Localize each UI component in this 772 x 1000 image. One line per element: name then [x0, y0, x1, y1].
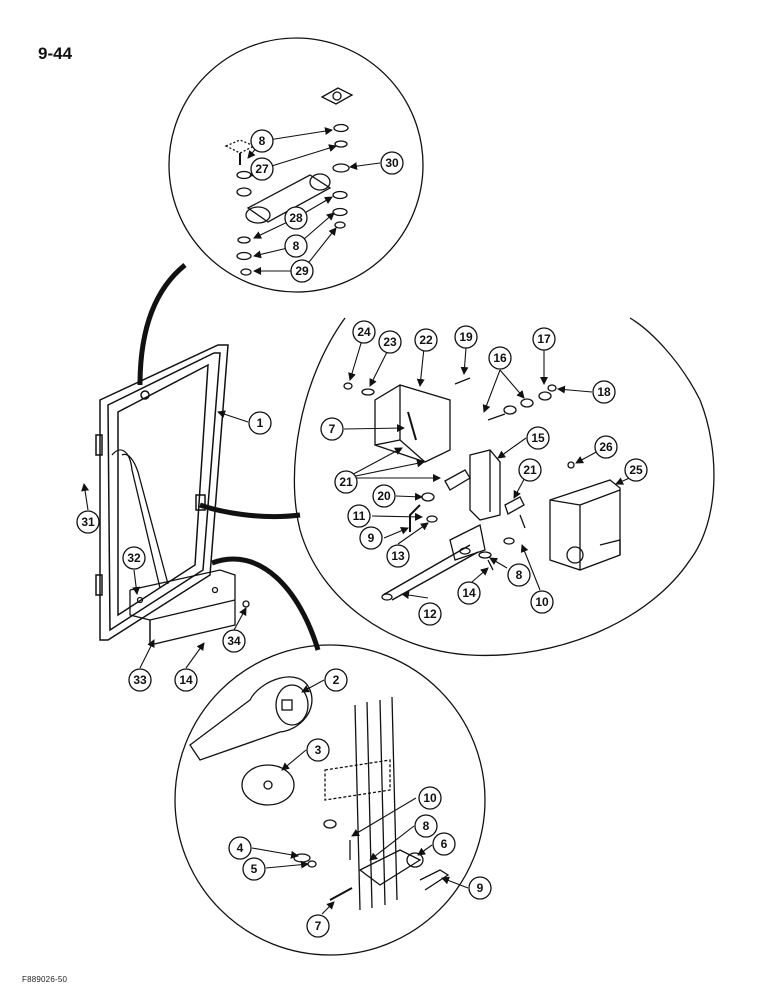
svg-text:12: 12	[423, 607, 437, 621]
svg-text:32: 32	[127, 551, 141, 565]
callout-26: 26	[594, 435, 618, 459]
svg-text:33: 33	[133, 673, 147, 687]
svg-text:8: 8	[259, 134, 266, 148]
callout-28: 28	[284, 206, 308, 230]
svg-text:31: 31	[81, 515, 95, 529]
callout-17: 17	[532, 327, 556, 351]
latch-assembly	[343, 377, 621, 601]
callout-33: 33	[128, 668, 152, 692]
svg-text:34: 34	[227, 634, 241, 648]
svg-text:17: 17	[537, 332, 551, 346]
connector-bands	[137, 263, 321, 651]
callouts: 1 2 3 4 5 6 7 8 9 10 7 8 9 10 11 12 13 1…	[76, 129, 648, 938]
callout-8-right: 8	[507, 563, 531, 587]
callout-13: 13	[386, 544, 410, 568]
svg-text:15: 15	[531, 431, 545, 445]
svg-text:21: 21	[523, 463, 537, 477]
svg-text:4: 4	[237, 841, 244, 855]
svg-text:7: 7	[315, 919, 322, 933]
door-bracket	[129, 569, 250, 646]
svg-text:14: 14	[462, 586, 476, 600]
callout-20: 20	[372, 484, 396, 508]
svg-text:26: 26	[599, 440, 613, 454]
callout-30: 30	[380, 151, 404, 175]
svg-text:10: 10	[423, 791, 437, 805]
detail-circle-bottom	[174, 644, 486, 956]
svg-text:5: 5	[251, 862, 258, 876]
svg-text:10: 10	[535, 595, 549, 609]
svg-text:6: 6	[441, 837, 448, 851]
callout-8-top-lower: 8	[284, 234, 308, 258]
callout-6: 6	[432, 832, 456, 856]
callout-8-bottom: 8	[414, 814, 438, 838]
callout-7-bottom: 7	[306, 914, 330, 938]
svg-text:20: 20	[377, 489, 391, 503]
figure-code: F889026-50	[22, 975, 68, 984]
callout-3: 3	[306, 738, 330, 762]
svg-text:8: 8	[516, 568, 523, 582]
svg-text:1: 1	[257, 416, 264, 430]
svg-text:8: 8	[423, 819, 430, 833]
callout-16: 16	[488, 346, 512, 370]
callout-9-right: 9	[359, 526, 383, 550]
page-number: 9-44	[38, 44, 73, 63]
svg-text:9: 9	[368, 531, 375, 545]
callout-1: 1	[248, 411, 272, 435]
svg-text:30: 30	[385, 156, 399, 170]
svg-text:18: 18	[597, 385, 611, 399]
callout-18: 18	[592, 380, 616, 404]
callout-8-top: 8	[250, 129, 274, 153]
callout-19: 19	[454, 325, 478, 349]
svg-text:25: 25	[629, 463, 643, 477]
callout-5: 5	[242, 857, 266, 881]
callout-10-right: 10	[530, 590, 554, 614]
callout-25: 25	[624, 458, 648, 482]
svg-text:22: 22	[419, 333, 433, 347]
callout-21-left: 21	[334, 470, 358, 494]
svg-text:27: 27	[255, 162, 269, 176]
svg-text:19: 19	[459, 330, 473, 344]
svg-text:14: 14	[179, 673, 193, 687]
svg-text:8: 8	[293, 239, 300, 253]
callout-22: 22	[414, 328, 438, 352]
svg-text:2: 2	[333, 673, 340, 687]
detail-circle-right	[293, 317, 715, 657]
handle-assembly	[189, 676, 450, 911]
door-frame	[95, 344, 229, 641]
callout-7-right: 7	[320, 417, 344, 441]
callout-15: 15	[526, 426, 550, 450]
svg-text:3: 3	[315, 743, 322, 757]
callout-2: 2	[324, 668, 348, 692]
callout-34: 34	[222, 629, 246, 653]
svg-text:7: 7	[329, 422, 336, 436]
callout-9-bottom: 9	[468, 876, 492, 900]
detail-circle-top	[168, 37, 424, 293]
callout-21-right: 21	[518, 458, 542, 482]
callout-4: 4	[228, 836, 252, 860]
callout-14-left: 14	[174, 668, 198, 692]
callout-32: 32	[122, 546, 146, 570]
svg-text:13: 13	[391, 549, 405, 563]
callout-11: 11	[347, 504, 371, 528]
svg-text:28: 28	[289, 211, 303, 225]
svg-text:9: 9	[477, 881, 484, 895]
svg-text:21: 21	[339, 475, 353, 489]
callout-24: 24	[352, 320, 376, 344]
callout-27: 27	[250, 157, 274, 181]
callout-31: 31	[76, 510, 100, 534]
svg-text:11: 11	[353, 509, 366, 523]
callout-10-bottom: 10	[418, 786, 442, 810]
callout-23: 23	[378, 330, 402, 354]
svg-text:23: 23	[383, 335, 397, 349]
svg-text:16: 16	[493, 351, 507, 365]
callout-12: 12	[418, 602, 442, 626]
svg-text:24: 24	[357, 325, 371, 339]
callout-14-right: 14	[457, 581, 481, 605]
callout-29: 29	[290, 259, 314, 283]
svg-text:29: 29	[295, 264, 309, 278]
